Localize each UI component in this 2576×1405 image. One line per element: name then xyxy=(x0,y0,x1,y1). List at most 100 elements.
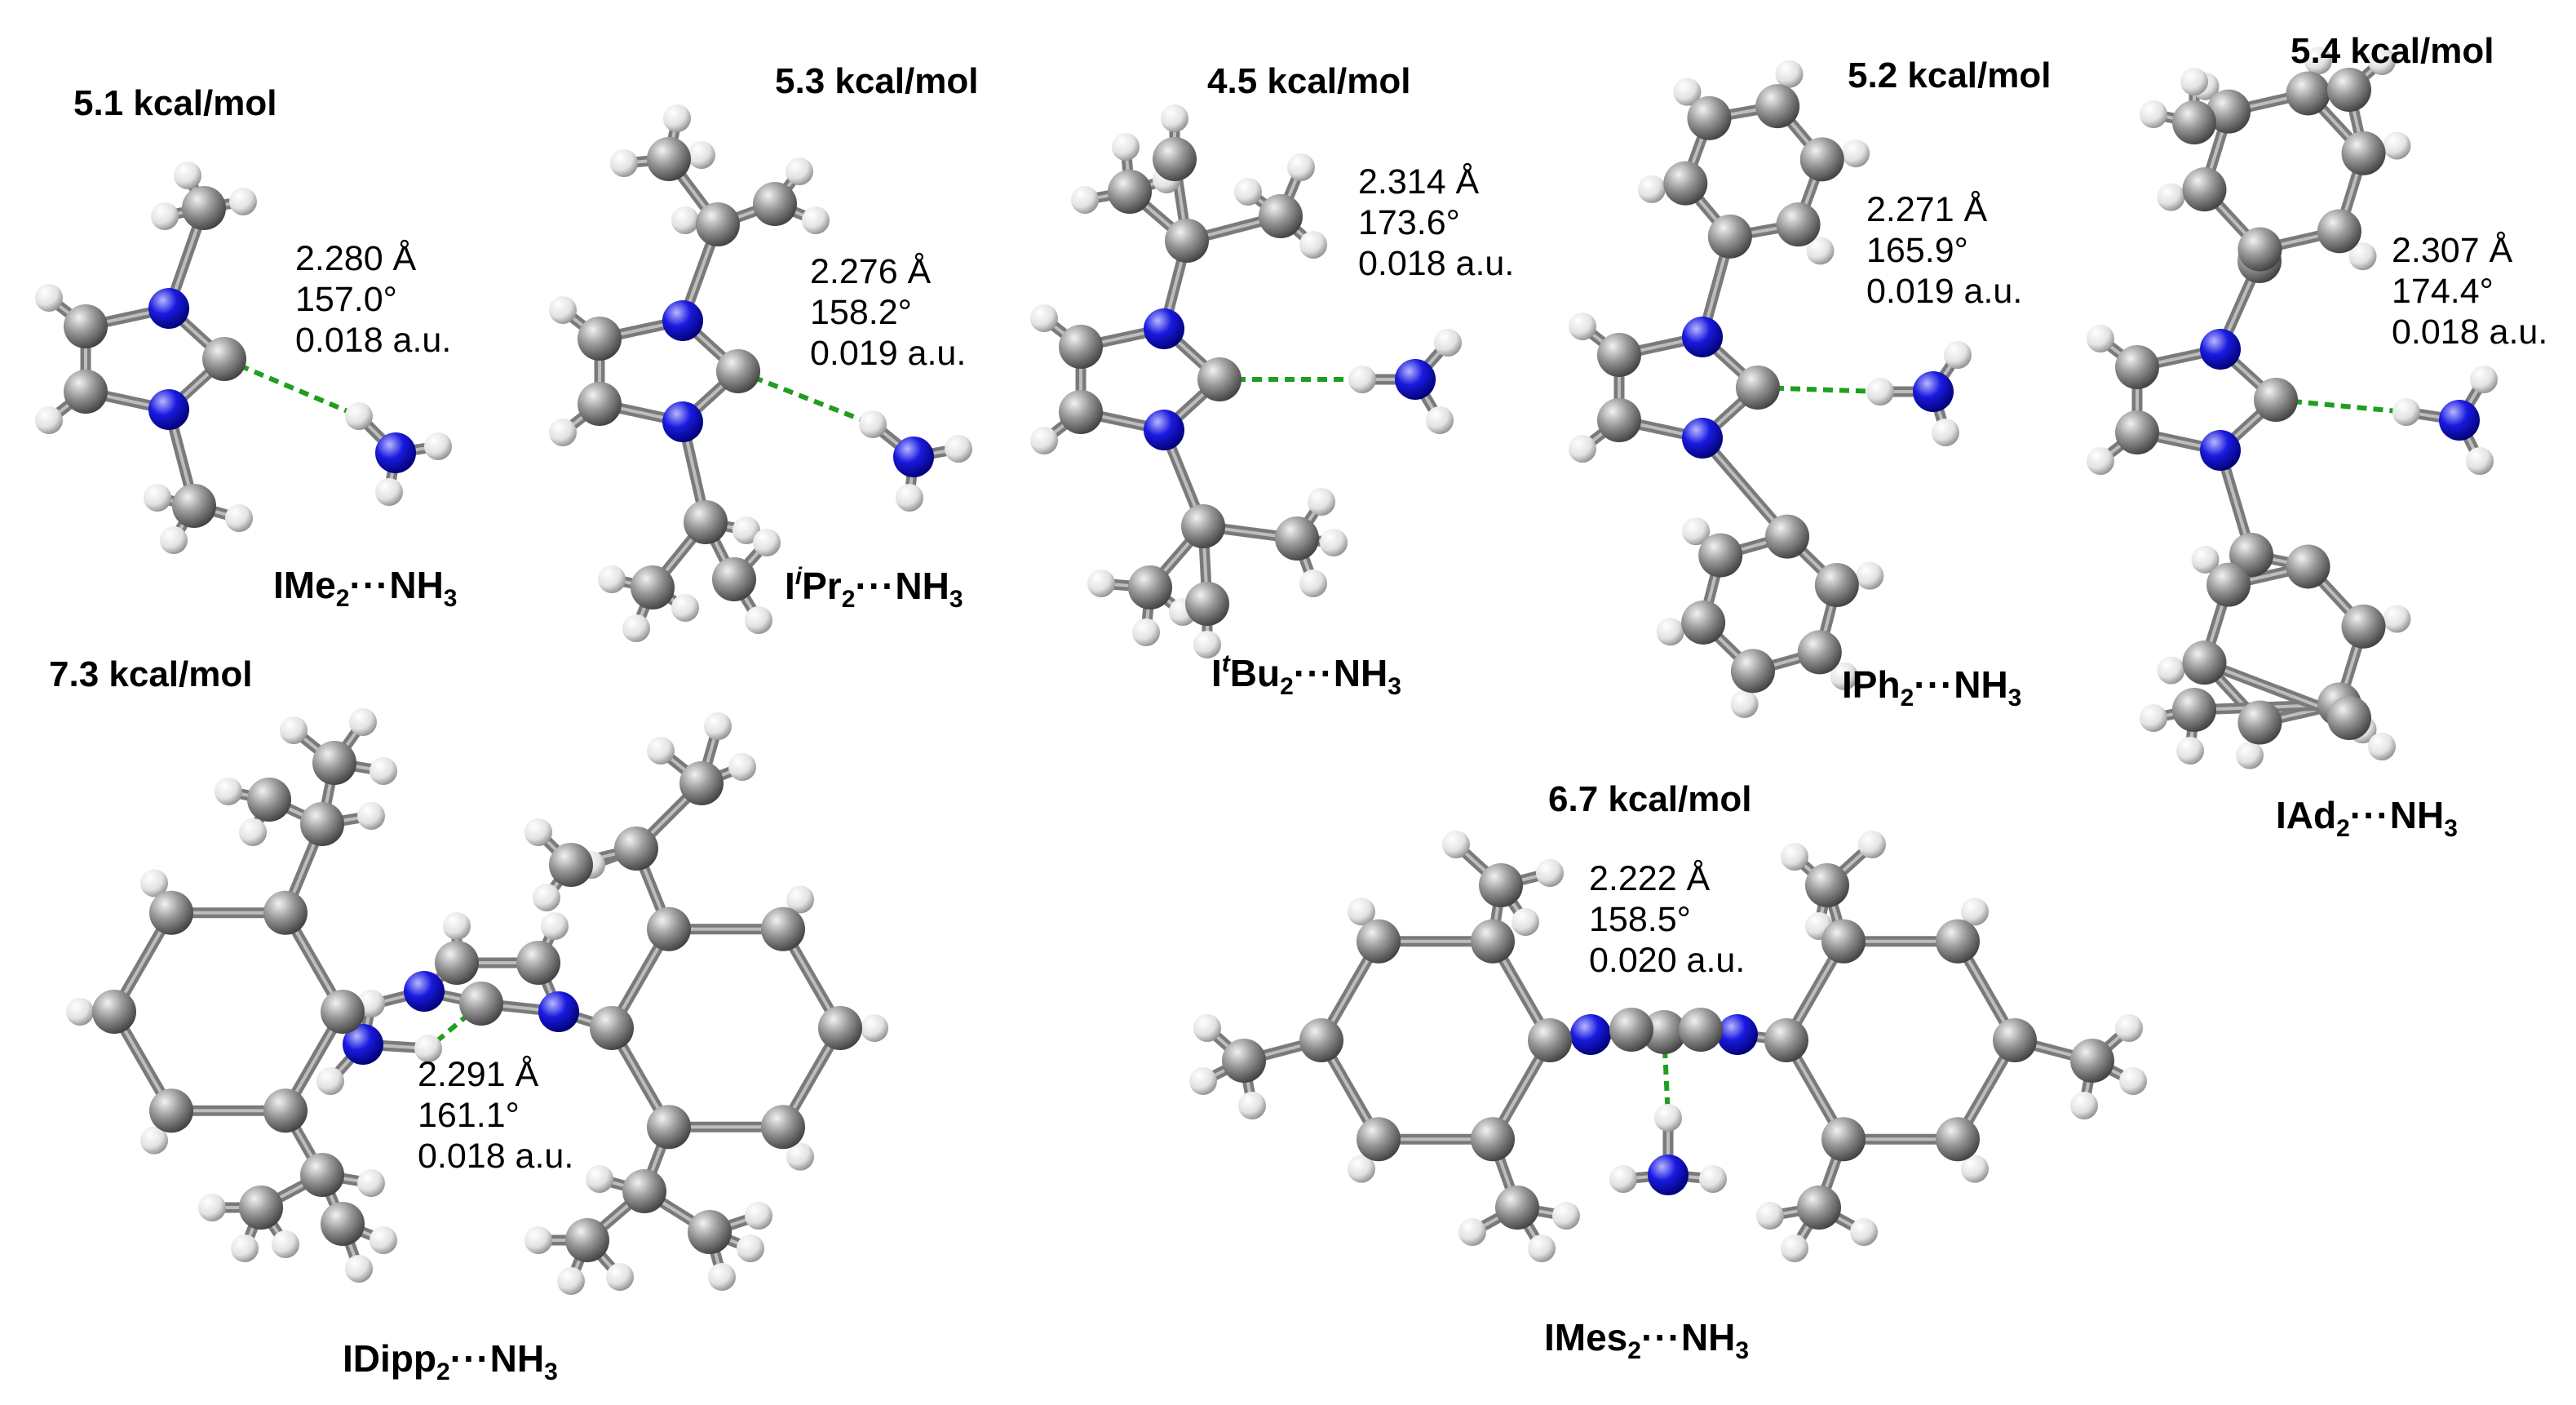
ipr2-hydrogen-atom xyxy=(688,141,715,169)
iad2-carbon-atom xyxy=(2115,410,2159,454)
idipp2-carbon-atom xyxy=(614,827,658,871)
itbu2-carbon-atom xyxy=(1153,137,1197,181)
ipr2-nitrogen-atom xyxy=(662,401,703,442)
iad2-hydrogen-atom xyxy=(2180,68,2208,95)
iad2-metrics: 2.307 Å 174.4° 0.018 a.u. xyxy=(2392,230,2547,352)
iph2-hydrogen-atom xyxy=(1856,561,1884,590)
iph2-carbon-atom xyxy=(1814,563,1859,608)
idipp2-hydrogen-atom xyxy=(280,716,308,744)
itbu2-carbon-atom xyxy=(1185,582,1229,626)
idipp2-hydrogen-atom xyxy=(647,737,675,765)
itbu2-hydrogen-atom xyxy=(1299,570,1327,597)
itbu2-hydrogen-atom xyxy=(1132,618,1160,646)
iph2-hydrogen-atom xyxy=(1569,435,1596,463)
imes2-hydrogen-atom xyxy=(1858,831,1886,858)
idipp2-hydrogen-atom xyxy=(745,1202,772,1230)
itbu2-energy: 4.5 kcal/mol xyxy=(1207,61,1411,101)
ime2-name: IMe2···NH3 xyxy=(273,564,458,612)
idipp2-distance: 2.291 Å xyxy=(418,1055,539,1094)
iph2-hydrogen-atom xyxy=(1830,662,1858,690)
imes2-carbon-atom xyxy=(1642,1010,1686,1054)
imes2-metrics: 2.222 Å 158.5° 0.020 a.u. xyxy=(1589,858,1745,981)
ipr2-metrics: 2.276 Å 158.2° 0.019 a.u. xyxy=(810,251,966,374)
idipp2-carbon-atom xyxy=(590,1006,634,1050)
iad2-hydrogen-atom xyxy=(2470,366,2498,393)
iad2-carbon-atom xyxy=(2115,345,2159,389)
imes2-hydrogen-atom xyxy=(2070,1092,2098,1119)
iph2-hydrogen-atom xyxy=(1682,517,1711,546)
iad2-energy: 5.4 kcal/mol xyxy=(2291,31,2494,71)
ime2-hydrogen-atom xyxy=(174,162,201,189)
idipp2-carbon-atom xyxy=(149,1088,193,1133)
ipr2-carbon-atom xyxy=(716,349,760,393)
imes2-carbon-atom xyxy=(1936,1117,1980,1162)
imes2-hydrogen-bond xyxy=(1662,1031,1671,1119)
imes2-hydrogen-atom xyxy=(1458,1218,1486,1246)
imes2-hydrogen-atom xyxy=(1348,898,1375,926)
iad2-hydrogen-atom xyxy=(2157,183,2185,211)
iad2-hydrogen-atom xyxy=(2140,704,2167,732)
imes2-carbon-atom xyxy=(1357,919,1401,964)
ipr2-hydrogen-atom xyxy=(663,104,691,132)
imes2-hydrogen-atom xyxy=(1189,1067,1217,1095)
iad2-hydrogen-atom xyxy=(2368,47,2396,75)
iad2-carbon-atom xyxy=(2182,167,2227,212)
iph2-angle: 165.9° xyxy=(1866,231,1968,270)
iad2-carbon-atom xyxy=(2182,640,2227,685)
itbu2-hydrogen-atom xyxy=(1071,186,1099,214)
idipp2-carbon-atom xyxy=(263,1088,308,1133)
idipp2-hydrogen-atom xyxy=(66,998,94,1026)
idipp2-carbon-atom xyxy=(679,761,724,805)
idipp2-nitrogen-atom xyxy=(343,1024,383,1065)
ime2-hydrogen-atom xyxy=(424,432,452,460)
imes2-nitrogen-atom xyxy=(1717,1014,1758,1055)
idipp2-hydrogen-atom xyxy=(215,778,242,805)
imes2-carbon-atom xyxy=(1479,863,1523,907)
itbu2-distance: 2.314 Å xyxy=(1358,162,1480,202)
ime2-hydrogen-atom xyxy=(160,526,188,554)
imes2-carbon-atom xyxy=(1495,1186,1539,1230)
imes2-hydrogen-atom xyxy=(1699,1165,1727,1193)
ipr2-carbon-atom xyxy=(578,382,622,426)
idipp2-carbon-atom xyxy=(761,1105,805,1150)
idipp2-hydrogen-atom xyxy=(728,753,756,781)
idipp2-hydrogen-atom xyxy=(737,1234,764,1262)
imes2-name: IMes2···NH3 xyxy=(1544,1316,1750,1364)
imes2-hydrogen-atom xyxy=(1756,1202,1784,1230)
idipp2-carbon-atom xyxy=(247,778,291,822)
idipp2-carbon-atom xyxy=(818,1006,862,1050)
ipr2-energy: 5.3 kcal/mol xyxy=(775,61,979,101)
itbu2-carbon-atom xyxy=(1181,504,1225,548)
ipr2-hydrogen-atom xyxy=(802,206,830,234)
itbu2-hydrogen-atom xyxy=(1112,133,1140,161)
ipr2-distance: 2.276 Å xyxy=(810,252,932,291)
ime2-nitrogen-atom xyxy=(148,288,189,329)
iph2-hydrogen-atom xyxy=(1944,341,1972,369)
iph2-carbon-atom xyxy=(1698,533,1743,578)
itbu2-nitrogen-atom xyxy=(1395,359,1436,400)
idipp2-angle: 161.1° xyxy=(418,1096,520,1135)
imes2-hydrogen-atom xyxy=(1512,908,1539,936)
idipp2-carbon-atom xyxy=(516,941,560,985)
imes2-carbon-atom xyxy=(1471,1117,1515,1162)
ipr2-hydrogen-atom xyxy=(786,157,813,185)
iad2-hydrogen-atom xyxy=(2348,242,2377,271)
imes2-hydrogen-atom xyxy=(2115,1014,2143,1042)
iad2-carbon-atom xyxy=(2237,700,2282,745)
idipp2-carbon-atom xyxy=(92,990,136,1034)
iph2-hydrogen-atom xyxy=(1842,140,1870,168)
ime2-distance: 2.280 Å xyxy=(295,239,417,278)
itbu2-hydrogen-atom xyxy=(1087,570,1115,597)
imes2-angle: 158.5° xyxy=(1589,900,1691,939)
idipp2-nitrogen-atom xyxy=(404,971,445,1012)
ipr2-hydrogen-atom xyxy=(945,435,972,463)
idipp2-hydrogen-atom xyxy=(541,912,569,940)
iph2-hydrogen-atom xyxy=(1806,237,1835,265)
iad2-hydrogen-atom xyxy=(2392,398,2420,426)
iph2-distance: 2.271 Å xyxy=(1866,190,1988,229)
idipp2-hydrogen-atom xyxy=(239,818,267,846)
iad2-name: IAd2···NH3 xyxy=(2276,794,2458,842)
iph2-hydrogen-atom xyxy=(1569,312,1596,340)
ime2-hydrogen-atom xyxy=(151,202,179,230)
ipr2-hydrogen-atom xyxy=(859,410,887,438)
